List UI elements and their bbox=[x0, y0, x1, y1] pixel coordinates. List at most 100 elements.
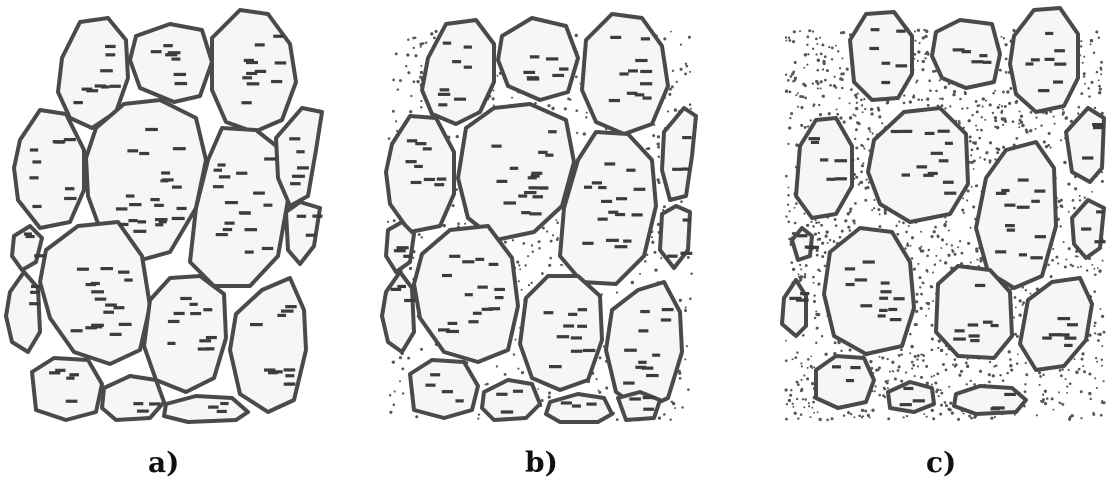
fine-particle bbox=[504, 241, 507, 244]
fine-particle bbox=[925, 30, 928, 33]
fine-particle bbox=[392, 361, 395, 364]
fine-particle bbox=[541, 272, 544, 275]
fine-particle bbox=[920, 353, 922, 355]
fine-particle bbox=[415, 415, 418, 418]
fine-particle bbox=[914, 40, 916, 42]
fine-particle bbox=[968, 415, 971, 418]
fine-particle bbox=[921, 68, 924, 71]
fine-particle bbox=[825, 235, 828, 238]
fine-particle bbox=[954, 358, 957, 361]
fine-particle bbox=[806, 64, 808, 66]
fine-particle bbox=[1040, 124, 1042, 126]
fine-particle bbox=[839, 116, 842, 119]
fine-particle bbox=[419, 43, 422, 46]
fine-particle bbox=[927, 53, 930, 56]
fine-particle bbox=[672, 70, 674, 72]
fine-particle bbox=[800, 124, 803, 127]
fine-particle bbox=[958, 120, 961, 123]
fine-particle bbox=[886, 101, 889, 104]
fine-particle bbox=[799, 264, 801, 266]
fine-particle bbox=[1094, 107, 1096, 109]
fine-particle bbox=[869, 360, 872, 363]
fine-particle bbox=[564, 107, 567, 110]
fine-particle bbox=[817, 269, 820, 272]
fine-particle bbox=[513, 353, 515, 355]
fine-particle bbox=[803, 67, 805, 69]
fine-particle bbox=[929, 89, 932, 92]
fine-particle bbox=[910, 345, 913, 348]
fine-particle bbox=[946, 353, 948, 355]
fine-particle bbox=[1054, 123, 1056, 125]
fine-particle bbox=[917, 354, 920, 357]
fine-particle bbox=[988, 373, 991, 376]
fine-particle bbox=[804, 273, 806, 275]
fine-particle bbox=[684, 358, 686, 360]
fine-particle bbox=[1098, 37, 1100, 39]
fine-particle bbox=[800, 413, 803, 416]
fine-particle bbox=[549, 257, 552, 260]
fine-particle bbox=[999, 69, 1002, 72]
fine-particle bbox=[1019, 119, 1022, 122]
fine-particle bbox=[793, 30, 796, 33]
fine-particle bbox=[922, 359, 925, 362]
fine-particle bbox=[790, 112, 793, 115]
fine-particle bbox=[867, 138, 870, 141]
fine-particle bbox=[1095, 30, 1098, 33]
fine-particle bbox=[973, 383, 976, 386]
fine-particle bbox=[972, 206, 975, 209]
stone bbox=[144, 276, 226, 392]
fine-particle bbox=[915, 300, 918, 303]
fine-particle bbox=[934, 226, 937, 229]
fine-particle bbox=[931, 384, 933, 386]
fine-particle bbox=[399, 79, 402, 82]
fine-particle bbox=[1016, 100, 1018, 102]
fine-particle bbox=[690, 108, 692, 110]
fine-particle bbox=[393, 404, 396, 407]
fine-particle bbox=[1084, 83, 1086, 85]
fine-particle bbox=[933, 375, 935, 377]
fine-particle bbox=[970, 154, 972, 156]
fine-particle bbox=[1025, 362, 1027, 364]
fine-particle bbox=[414, 54, 417, 57]
fine-particle bbox=[911, 236, 914, 239]
fine-particle bbox=[924, 53, 926, 55]
fine-particle bbox=[996, 147, 999, 150]
fine-particle bbox=[1099, 88, 1102, 91]
fine-particle bbox=[933, 230, 936, 233]
fine-particle bbox=[1078, 368, 1081, 371]
fine-particle bbox=[849, 210, 852, 213]
fine-particle bbox=[994, 116, 997, 119]
fine-particle bbox=[492, 90, 494, 92]
fine-particle bbox=[1053, 116, 1055, 118]
fine-particle bbox=[1044, 390, 1046, 392]
stone bbox=[164, 396, 248, 422]
fine-particle bbox=[882, 394, 885, 397]
panel-b-label: b) bbox=[525, 446, 558, 479]
fine-particle bbox=[803, 374, 805, 376]
stone bbox=[976, 142, 1056, 288]
fine-particle bbox=[928, 79, 931, 82]
fine-particle bbox=[583, 132, 586, 135]
fine-particle bbox=[802, 334, 805, 337]
fine-particle bbox=[670, 31, 672, 33]
fine-particle bbox=[945, 368, 948, 371]
fine-particle bbox=[865, 178, 867, 180]
fine-particle bbox=[660, 257, 662, 259]
fine-particle bbox=[828, 112, 831, 115]
fine-particle bbox=[548, 392, 551, 395]
fine-particle bbox=[807, 358, 810, 361]
fine-particle bbox=[967, 190, 970, 193]
fine-particle bbox=[855, 96, 858, 99]
fine-particle bbox=[940, 247, 942, 249]
fine-particle bbox=[932, 300, 934, 302]
fine-particle bbox=[939, 389, 941, 391]
fine-particle bbox=[387, 221, 389, 223]
fine-particle bbox=[656, 178, 659, 181]
fine-particle bbox=[1081, 352, 1084, 355]
fine-particle bbox=[887, 380, 889, 382]
fine-particle bbox=[814, 233, 817, 236]
fine-particle bbox=[901, 353, 903, 355]
fine-particle bbox=[806, 377, 809, 380]
stone bbox=[782, 280, 806, 336]
fine-particle bbox=[841, 57, 843, 59]
